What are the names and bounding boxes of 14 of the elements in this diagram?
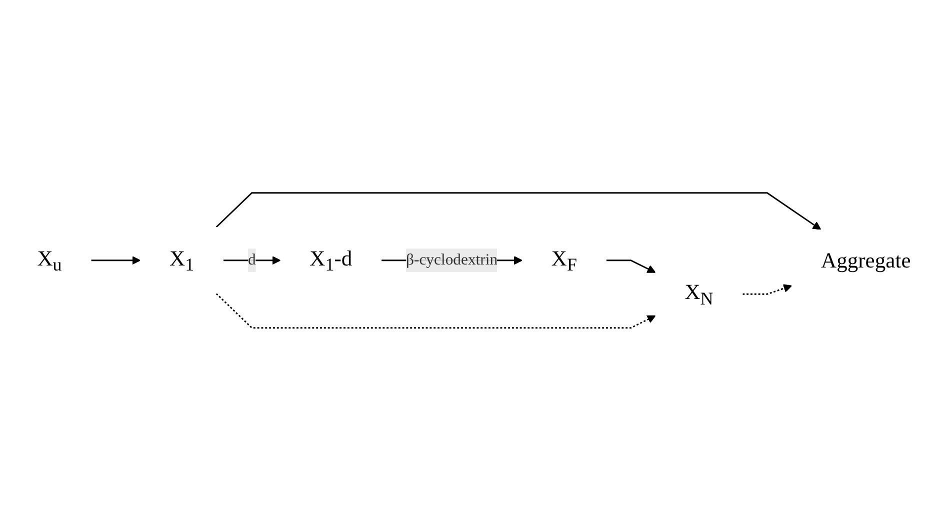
node-text: X$_{N}$ xyxy=(684,280,714,308)
node-text: X$_{1}$-d xyxy=(310,246,352,275)
arrow xyxy=(91,256,141,265)
arrow xyxy=(606,260,656,274)
node-text: Aggregate xyxy=(821,248,911,273)
arrow xyxy=(742,284,792,295)
node-text: X$_{F}$ xyxy=(551,246,577,275)
edge-label: d xyxy=(248,252,256,268)
edge-label: β-cyclodextrin xyxy=(406,252,498,268)
arrow xyxy=(216,192,822,230)
node-text: X$_{1}$ xyxy=(170,246,194,275)
arrow xyxy=(223,256,281,265)
arrow xyxy=(216,293,656,329)
node-text: X$_{u}$ xyxy=(37,246,62,275)
